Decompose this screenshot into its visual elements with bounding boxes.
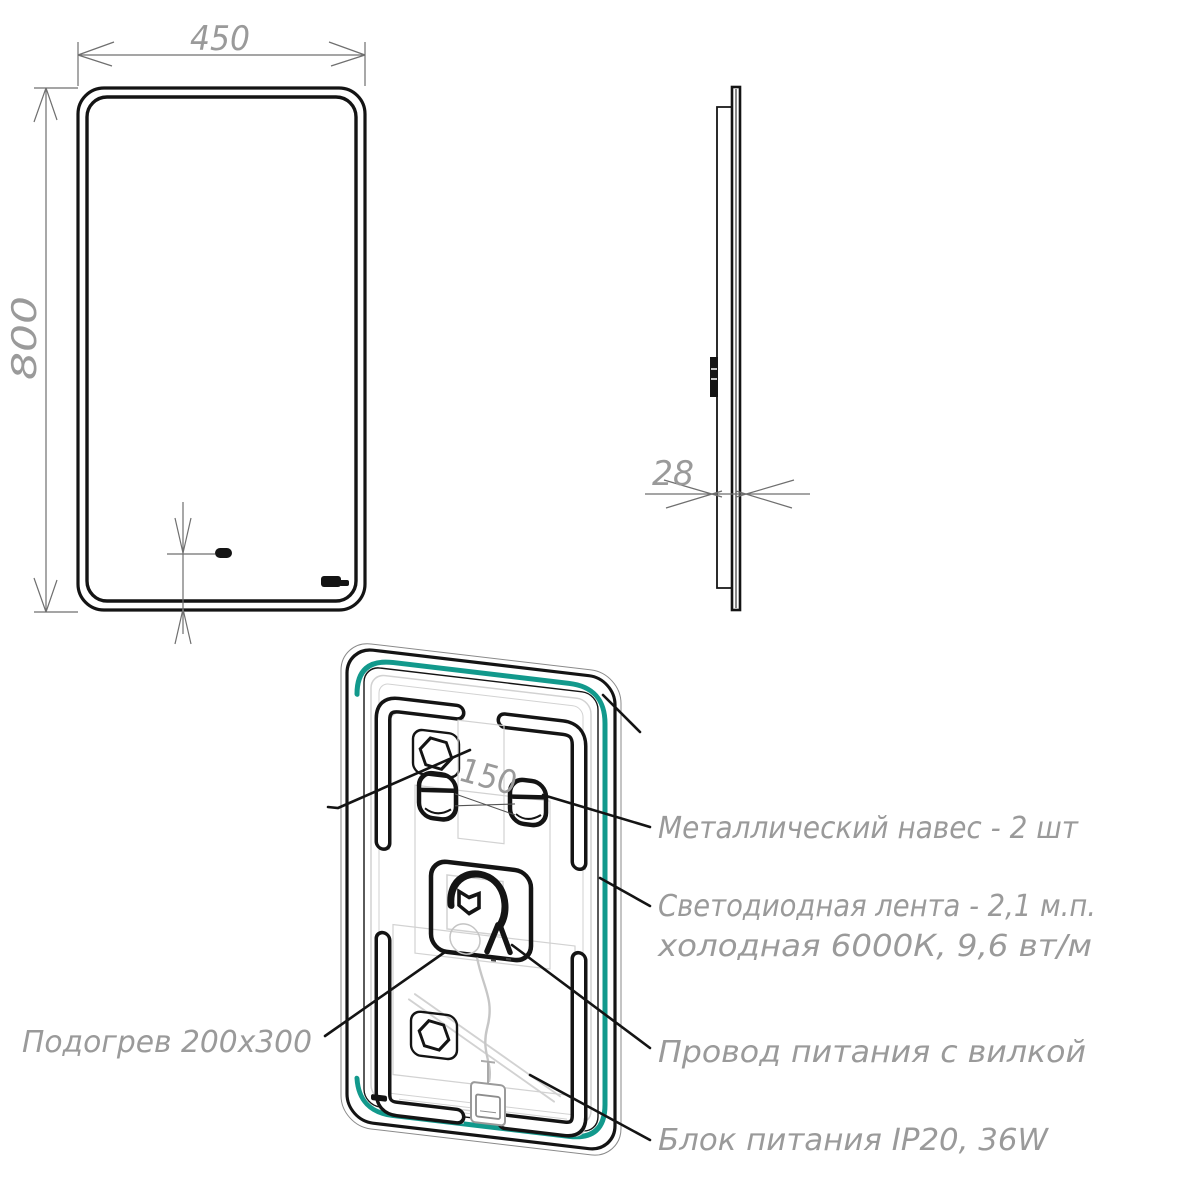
hanger-inner-arc <box>515 813 542 820</box>
side-mounting-bracket <box>710 357 718 397</box>
power-cord-hook <box>447 870 509 931</box>
channel-slot-white <box>500 954 584 1135</box>
heating-film-outline-lower <box>392 923 576 1097</box>
leader-heating <box>323 950 447 1038</box>
leader-led-strip <box>598 876 652 908</box>
dim-arrow-right <box>735 479 795 509</box>
touch-sensor-locator <box>167 502 232 645</box>
psu-label <box>475 1093 501 1120</box>
dim-height-value: 800 <box>5 296 45 380</box>
mounting-channels <box>374 696 588 1138</box>
psu-label-line <box>480 1110 496 1114</box>
hanger-lip <box>511 794 545 800</box>
side-view: 28 <box>645 85 810 612</box>
leader-hanger <box>541 793 652 829</box>
sensor-arrow-lower <box>174 608 192 645</box>
dim-arrow-bottom <box>33 577 58 613</box>
leader-hanger-left <box>326 748 472 810</box>
hanger-body <box>416 770 459 822</box>
mounting-channel-bottom-right <box>496 950 588 1138</box>
annotation-power-cord: Провод питания с вилкой <box>658 1035 1086 1070</box>
dim-width: 450 <box>77 19 366 86</box>
dim-arrow-left <box>77 41 115 67</box>
hanger-lip <box>420 787 455 794</box>
cord-ticks <box>491 957 511 962</box>
hex-bolt-bottom <box>409 1010 459 1061</box>
recess-frame <box>428 859 534 963</box>
dim-thickness: 28 <box>645 454 810 509</box>
rear-outer-frame <box>345 648 617 1151</box>
leader-power-cord <box>510 943 652 1050</box>
rear-outer-thin-outline <box>340 643 622 1156</box>
sensor-arrow-upper <box>174 517 192 554</box>
psu-stem-tick <box>481 1059 495 1064</box>
side-glass-profile <box>730 85 742 612</box>
hanger-body <box>507 777 549 828</box>
power-supply-box <box>470 1059 506 1127</box>
rear-logo-stamp <box>371 1094 387 1102</box>
rear-view: 150 <box>340 643 622 1156</box>
dim-height: 800 <box>5 87 78 613</box>
annotation-led-line1: Светодиодная лента - 2,1 м.п. <box>658 889 1096 924</box>
leader-lines <box>323 693 652 1142</box>
psu-outline <box>470 1081 506 1127</box>
cable-coil <box>449 923 481 955</box>
leader-led-corner <box>601 693 642 734</box>
channel-slot-white <box>378 700 462 848</box>
hanger-inner-arc <box>424 807 452 815</box>
hex-bolt-head <box>417 1018 451 1052</box>
side-back-panel <box>716 106 732 589</box>
hanger-spacing-zone <box>457 719 505 845</box>
dim-hanger-spacing-value: 150 <box>458 750 520 804</box>
hex-bolt-head <box>418 736 454 771</box>
dim-arrow-left <box>663 479 723 509</box>
power-cord-fork <box>484 922 513 956</box>
dim-width-value: 450 <box>190 19 250 59</box>
mounting-channel-top-right <box>496 712 588 872</box>
annotations: Металлический навес - 2 шт Светодиодная … <box>22 811 1096 1158</box>
power-cable-run <box>475 957 492 1083</box>
annotation-power-supply: Блок питания IP20, 36W <box>658 1123 1049 1158</box>
cable-recess <box>428 859 534 963</box>
metal-hanger-right <box>507 777 549 828</box>
annotation-hanger: Металлический навес - 2 шт <box>658 811 1079 846</box>
front-view: 450 800 <box>5 19 367 645</box>
annotation-heating: Подогрев 200х300 <box>22 1025 312 1060</box>
dim-hanger-spacing-lines <box>454 793 516 816</box>
rear-inner-outline <box>363 667 599 1132</box>
channel-slot-white <box>378 934 462 1122</box>
back-panel-edge <box>370 674 592 1125</box>
touch-sensor-mark <box>215 548 232 558</box>
led-strip <box>354 659 608 1140</box>
brand-logo <box>321 576 349 587</box>
leader-power-supply <box>528 1073 652 1142</box>
annotation-led-line2: холодная 6000К, 9,6 вт/м <box>657 929 1092 964</box>
dim-arrow-top <box>33 87 58 123</box>
channel-slot-white <box>500 715 584 868</box>
cord-plug-hex <box>457 888 481 916</box>
logo-mark <box>321 576 341 587</box>
bolt-pad <box>409 1010 459 1061</box>
front-mirror-glass <box>85 95 358 603</box>
dim-thickness-value: 28 <box>652 454 694 494</box>
heating-film-outline <box>414 784 551 970</box>
metal-hanger-left <box>416 770 459 822</box>
dim-arrow-right <box>328 41 366 67</box>
logo-mark-small <box>339 580 349 586</box>
front-mirror-frame <box>76 86 367 612</box>
